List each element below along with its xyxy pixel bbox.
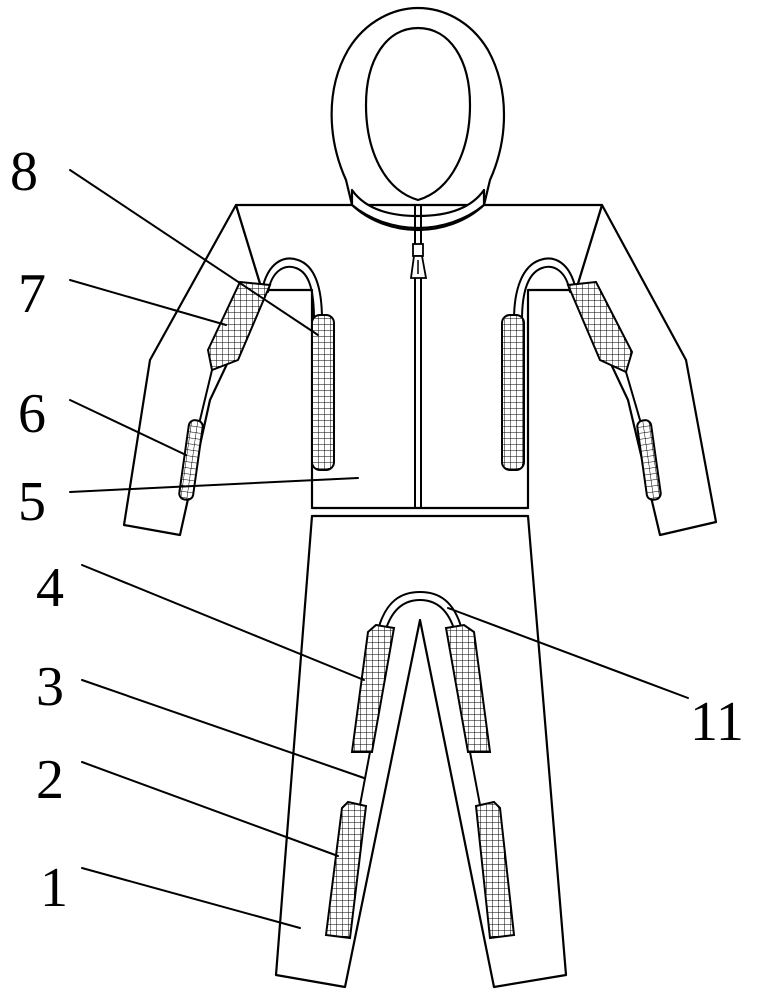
label-11: 11 xyxy=(690,691,744,753)
label-2: 2 xyxy=(36,749,64,811)
label-8: 8 xyxy=(10,141,38,203)
pad-upper-arm-inner-left xyxy=(312,315,334,470)
suit-body xyxy=(124,8,716,987)
pad-upper-arm-inner-right xyxy=(502,315,524,470)
leader-1 xyxy=(82,868,300,928)
label-4: 4 xyxy=(36,557,64,619)
label-5: 5 xyxy=(18,471,46,533)
label-3: 3 xyxy=(36,656,64,718)
label-6: 6 xyxy=(18,383,46,445)
trousers xyxy=(276,516,566,987)
zipper-pull xyxy=(411,244,426,278)
label-7: 7 xyxy=(18,263,46,325)
label-1: 1 xyxy=(40,857,68,919)
